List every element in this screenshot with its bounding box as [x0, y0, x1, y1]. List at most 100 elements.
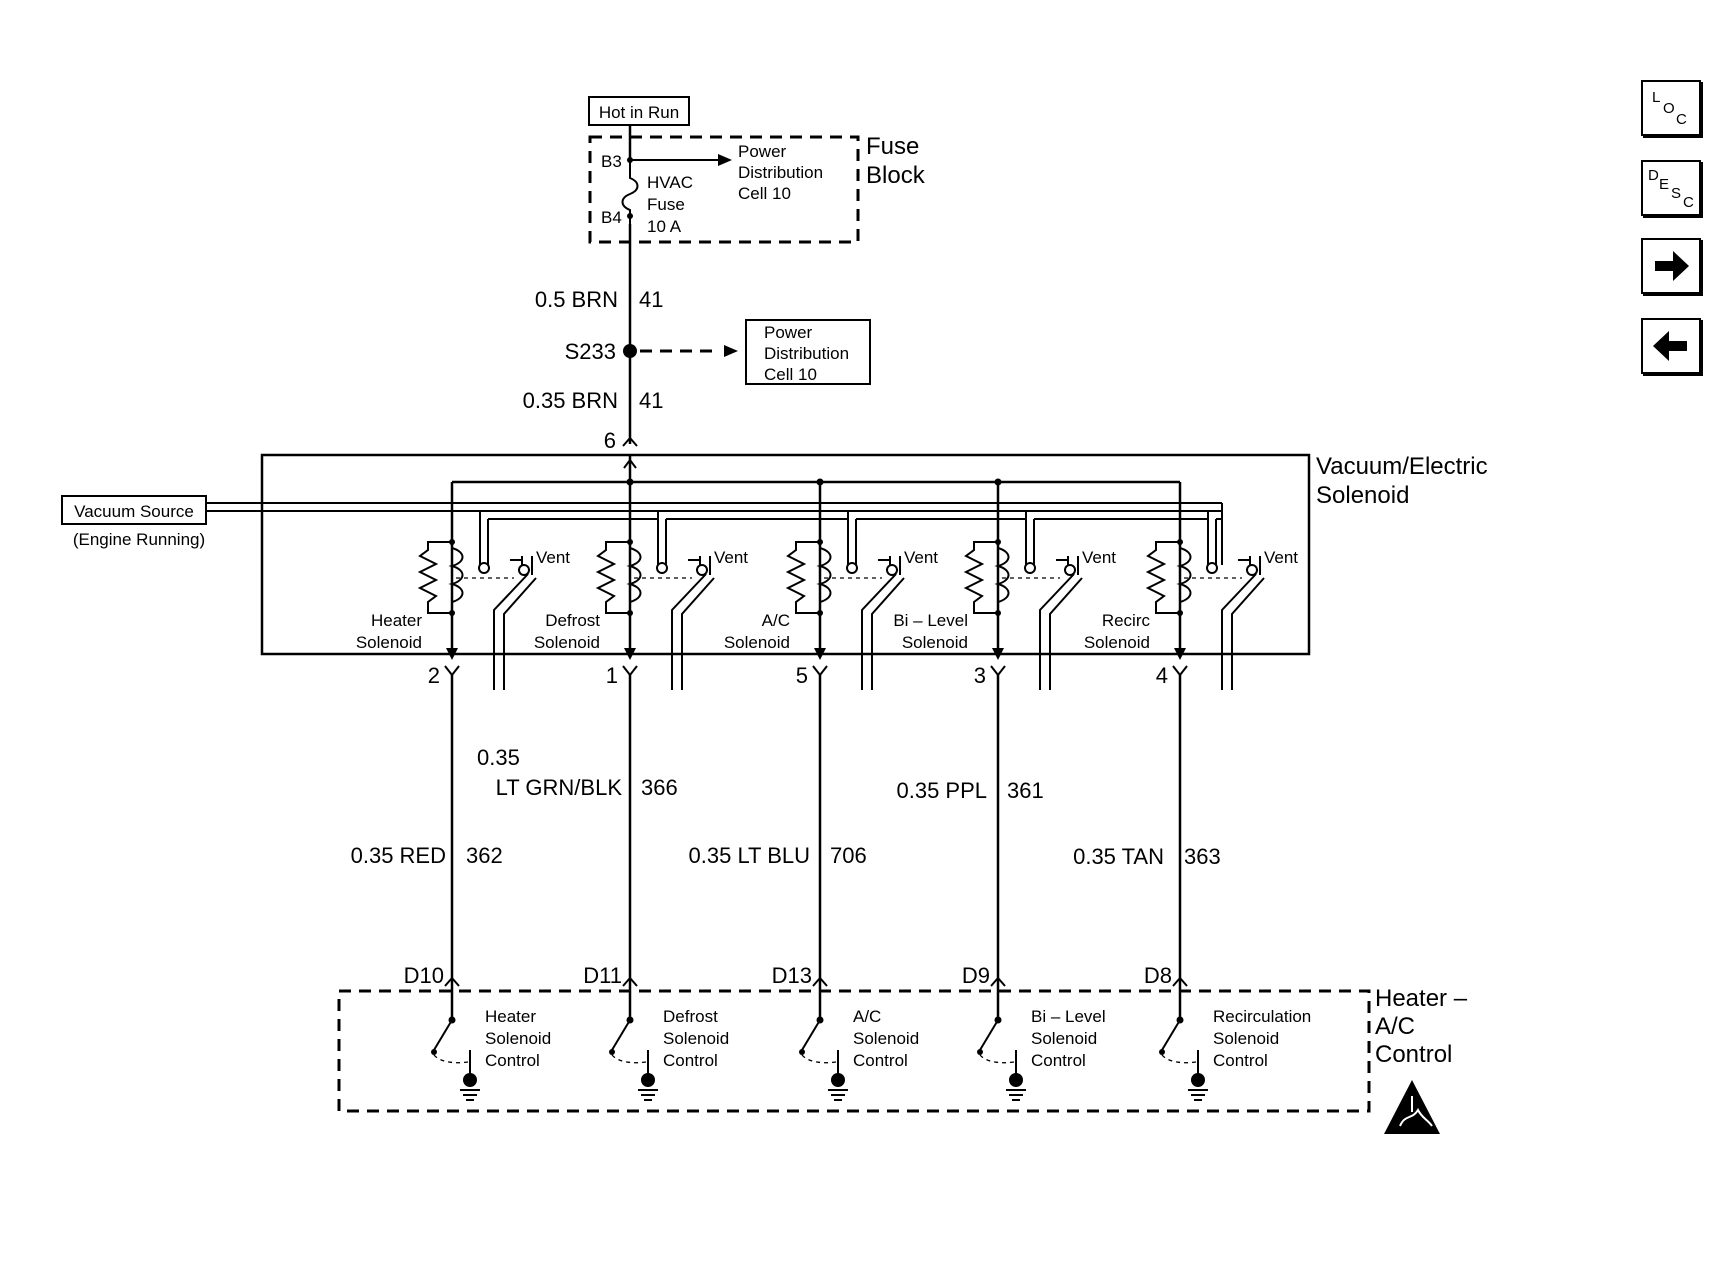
fuse-label-3: 10 A: [647, 217, 682, 236]
solenoid-channels: VentHeaterSolenoid2VentDefrostSolenoid1V…: [356, 482, 1298, 978]
heater-coil-symbol: [448, 547, 464, 603]
recirc-control-pin: D8: [1144, 963, 1172, 988]
fuse-ref-1: Power: [738, 142, 787, 161]
control-name-3: Control: [1375, 1041, 1452, 1068]
right-arrow-icon: [1655, 251, 1689, 281]
ac-vent-label: Vent: [904, 548, 938, 567]
desc-letter-e: E: [1659, 176, 1670, 193]
desc-letter-s: S: [1671, 185, 1682, 202]
terminal-b4: B4: [601, 208, 622, 227]
recirc-switch-icon: [1161, 1019, 1181, 1051]
heater-pin-number: 2: [428, 663, 440, 688]
feed-circuit: 0.5 BRN 41 S233 Power Distribution Cell …: [523, 242, 871, 453]
desc-letter-d: D: [1648, 167, 1659, 184]
feed-upper-gauge: 0.5 BRN: [535, 287, 618, 312]
recirc-valve-lever: [1221, 573, 1257, 690]
defrost-pin-number: 1: [606, 663, 618, 688]
fuse-ref-3: Cell 10: [738, 184, 791, 203]
recirc-coil-symbol: [1176, 547, 1192, 603]
esd-warning-icon: [1384, 1080, 1440, 1134]
ac-solenoid-label-2: Solenoid: [724, 633, 790, 652]
bi-level-control-pin: D9: [962, 963, 990, 988]
bi-level-solenoid-label-2: Solenoid: [902, 633, 968, 652]
splice-ref-3: Cell 10: [764, 365, 817, 384]
splice-ref-box: [745, 319, 871, 385]
hvac-fuse-symbol: [621, 160, 639, 224]
heater-control-label-1: Heater: [485, 1007, 536, 1026]
feed-lower-circuit: 41: [639, 388, 663, 413]
defrost-switch-icon: [611, 1019, 631, 1051]
wire-361-gauge: 0.35 PPL: [896, 778, 987, 803]
ac-resistor-symbol: [785, 541, 820, 614]
ac-control-label-3: Control: [853, 1051, 908, 1070]
heater-control-label-2: Solenoid: [485, 1029, 551, 1048]
wire-706-circuit: 706: [830, 843, 867, 868]
defrost-control-pin: D11: [583, 963, 622, 988]
recirc-control-label-2: Solenoid: [1213, 1029, 1279, 1048]
control-module-outline: [337, 989, 1371, 1113]
defrost-valve-lever: [671, 573, 707, 690]
defrost-coil-symbol: [626, 547, 642, 603]
defrost-output-arrow: [624, 648, 636, 660]
bi-level-pin-number: 3: [974, 663, 986, 688]
recirc-control-label-3: Control: [1213, 1051, 1268, 1070]
bi-level-control-label-2: Solenoid: [1031, 1029, 1097, 1048]
defrost-vent-label: Vent: [714, 548, 748, 567]
vacuum-source-label: Vacuum Source: [74, 502, 194, 521]
feed-lower-gauge: 0.35 BRN: [523, 388, 618, 413]
solenoid-name-2: Solenoid: [1316, 482, 1409, 509]
defrost-control-label-2: Solenoid: [663, 1029, 729, 1048]
recirc-output-arrow: [1174, 648, 1186, 660]
heater-control-label-3: Control: [485, 1051, 540, 1070]
splice-s233-dot: [623, 344, 637, 358]
loc-letter-o: O: [1663, 100, 1675, 117]
heater-vent-label: Vent: [536, 548, 570, 567]
ac-pin-number: 5: [796, 663, 808, 688]
fuse-label-2: Fuse: [647, 195, 685, 214]
prev-button[interactable]: [1641, 318, 1701, 374]
input-pin-6: 6: [604, 428, 616, 453]
heater-ac-control: Heater – A/C Control D10HeaterSolenoidCo…: [337, 963, 1468, 1134]
fuse-ref-2: Distribution: [738, 163, 823, 182]
bi-level-switch-icon: [979, 1019, 999, 1051]
bi-level-output-arrow: [992, 648, 1004, 660]
control-name-2: A/C: [1375, 1013, 1415, 1040]
defrost-solenoid-label-1: Defrost: [545, 611, 600, 630]
desc-button[interactable]: D E S C: [1641, 160, 1701, 216]
recirc-solenoid-label-2: Solenoid: [1084, 633, 1150, 652]
wire-363-gauge: 0.35 TAN: [1073, 844, 1164, 869]
heater-control-pin: D10: [404, 963, 444, 988]
solenoid-assembly-outline: [260, 453, 1311, 656]
recirc-resistor-symbol: [1145, 541, 1180, 614]
heater-switch-icon: [433, 1019, 453, 1051]
defrost-solenoid-label-2: Solenoid: [534, 633, 600, 652]
heater-solenoid-label-2: Solenoid: [356, 633, 422, 652]
fuse-label-1: HVAC: [647, 173, 693, 192]
loc-letter-c: C: [1676, 111, 1687, 128]
bi-level-vent-label: Vent: [1082, 548, 1116, 567]
bi-level-coil-symbol: [994, 547, 1010, 603]
ac-switch-icon: [801, 1019, 821, 1051]
ac-control-label-2: Solenoid: [853, 1029, 919, 1048]
next-button[interactable]: [1641, 238, 1701, 294]
fuse-block-name-1: Fuse: [866, 133, 919, 160]
fuse-block-outline: [588, 135, 860, 244]
heater-valve-lever: [493, 573, 529, 690]
loc-button[interactable]: L O C: [1641, 80, 1701, 136]
heater-output-arrow: [446, 648, 458, 660]
splice-ref-2: Distribution: [764, 344, 849, 363]
ac-control-pin: D13: [772, 963, 812, 988]
bi-level-valve-lever: [1039, 573, 1075, 690]
fuse-block-name-2: Block: [866, 162, 926, 189]
wire-361-circuit: 361: [1007, 778, 1044, 803]
bi-level-resistor-symbol: [963, 541, 998, 614]
desc-letter-c: C: [1683, 194, 1694, 211]
feed-upper-circuit: 41: [639, 287, 663, 312]
wire-362-gauge: 0.35 RED: [351, 843, 446, 868]
loc-letter-l: L: [1652, 89, 1661, 106]
